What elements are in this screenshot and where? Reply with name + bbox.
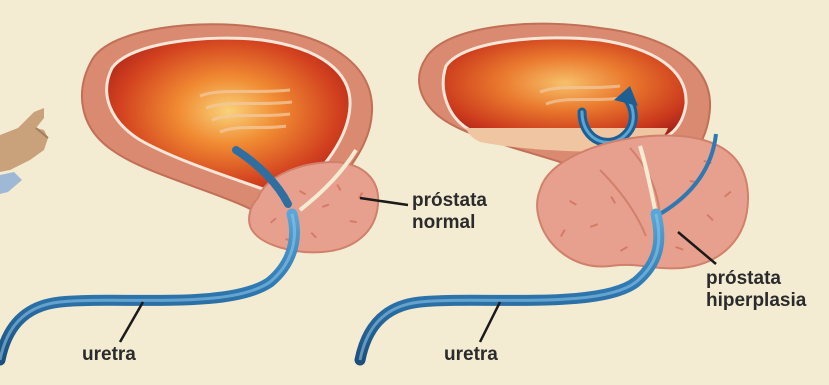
label-prostata-normal-line2: normal <box>412 212 487 234</box>
normal-prostate-illustration <box>0 24 408 360</box>
label-prostata-normal-line1: próstata <box>412 190 487 212</box>
label-uretra-right: uretra <box>444 344 498 366</box>
urethra-left <box>0 214 294 360</box>
label-prostata-hiperplasia-line2: hiperplasia <box>706 290 806 312</box>
pointing-hand-icon <box>0 108 48 194</box>
label-prostata-hiperplasia: próstata hiperplasia <box>706 268 806 312</box>
label-prostata-hiperplasia-line1: próstata <box>706 268 806 290</box>
label-prostata-normal: próstata normal <box>412 190 487 234</box>
label-uretra-left: uretra <box>82 344 136 366</box>
